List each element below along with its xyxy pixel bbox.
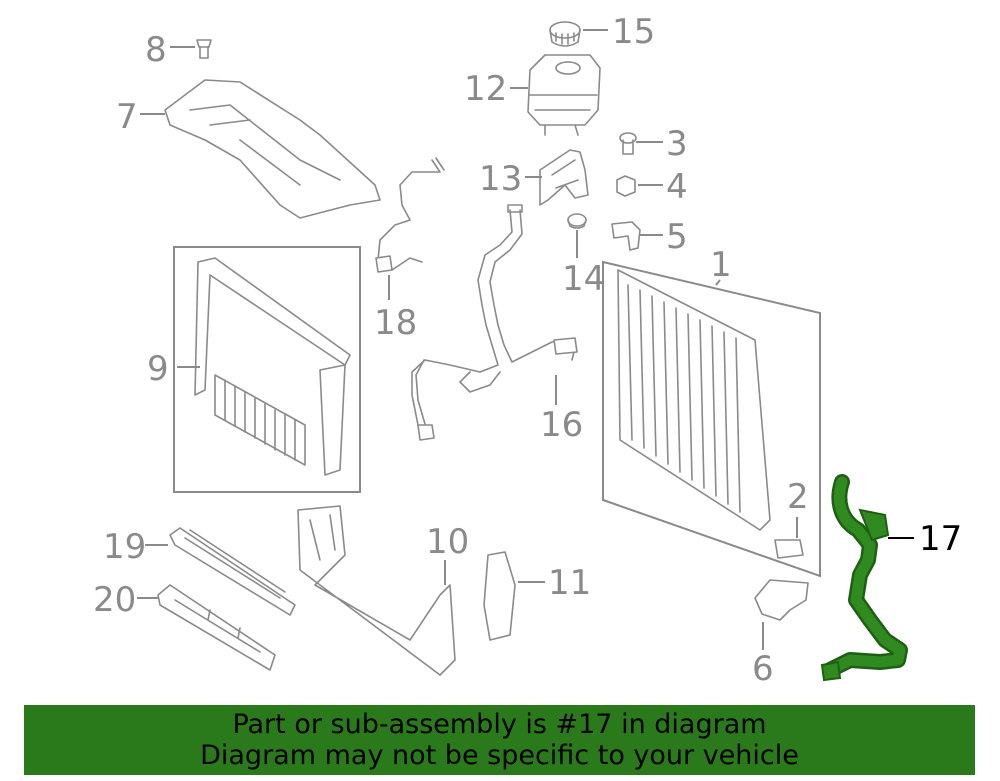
callout-8: 8	[145, 30, 167, 70]
part-5-bracket	[611, 221, 641, 251]
part-20-tray	[157, 584, 276, 671]
part-1-radiator	[617, 269, 771, 531]
part-10-air-guide	[297, 505, 456, 676]
callout-14: 14	[562, 259, 605, 299]
part-12-reservoir	[527, 54, 601, 136]
callout-1: 1	[710, 245, 732, 285]
part-14-mount	[567, 213, 587, 229]
callout-19: 19	[103, 527, 146, 567]
part-3-bolt	[619, 132, 637, 155]
callout-2: 2	[787, 477, 809, 517]
callout-3: 3	[666, 124, 688, 164]
callout-20: 20	[93, 580, 136, 620]
info-banner: Part or sub-assembly is #17 in diagram D…	[24, 705, 975, 775]
part-2-sensor	[774, 539, 804, 559]
callout-18: 18	[374, 303, 417, 343]
part-1-frame	[602, 260, 821, 578]
part-9-frame	[173, 246, 361, 493]
callout-4: 4	[666, 167, 688, 207]
part-15-cap	[549, 21, 581, 47]
callout-10: 10	[426, 522, 469, 562]
part-17-highlighted-hose	[820, 474, 908, 682]
part-16-hose	[411, 204, 578, 441]
callout-6: 6	[752, 649, 774, 689]
part-4-nut	[616, 175, 636, 197]
leader-lines	[137, 29, 914, 650]
banner-line-2: Diagram may not be specific to your vehi…	[200, 740, 799, 771]
part-18-sensor-wire	[375, 157, 445, 273]
callout-7: 7	[116, 97, 138, 137]
part-19-cooler	[169, 527, 296, 616]
callout-5: 5	[666, 217, 688, 257]
callout-12: 12	[464, 69, 507, 109]
part-8-clip	[196, 39, 212, 59]
part-9-panel	[194, 257, 351, 476]
part-7-upper-shroud	[164, 79, 381, 219]
callout-9: 9	[147, 349, 169, 389]
callout-15: 15	[612, 12, 655, 52]
part-6-bracket	[754, 579, 809, 621]
banner-line-1: Part or sub-assembly is #17 in diagram	[232, 709, 767, 740]
part-11-bracket	[483, 551, 516, 641]
callout-17: 17	[919, 519, 962, 559]
callout-16: 16	[540, 405, 583, 445]
callout-11: 11	[548, 563, 591, 603]
callout-13: 13	[479, 159, 522, 199]
part-13-bracket	[539, 149, 589, 206]
